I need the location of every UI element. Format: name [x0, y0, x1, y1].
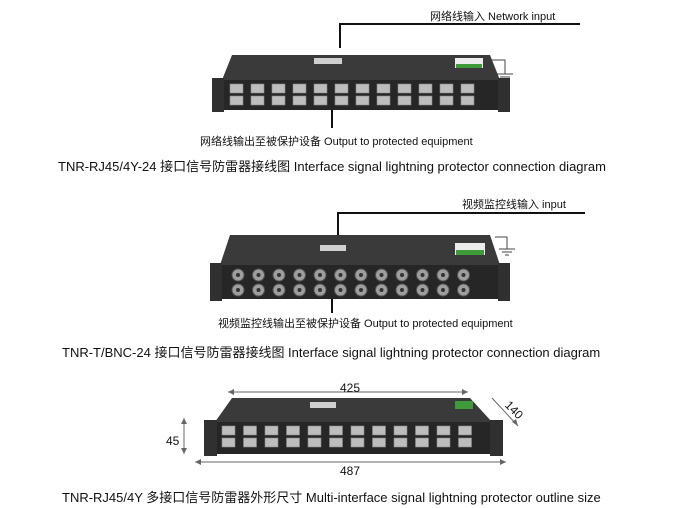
rj45-port	[376, 95, 391, 106]
video-output-label: 视频监控线输出至被保护设备 Output to protected equipm…	[218, 318, 513, 330]
network-input-wire	[339, 23, 580, 48]
rj45-port	[458, 425, 472, 436]
rj45-port	[350, 437, 365, 448]
rj45-port	[307, 437, 322, 448]
rj45-port	[418, 95, 433, 106]
rj45-port	[243, 425, 257, 436]
rj45-port	[229, 95, 244, 106]
rj45-port	[221, 425, 236, 436]
rj45-protector-device-top	[212, 23, 580, 128]
network-input-label: 网络线输入 Network input	[430, 11, 556, 23]
bnc-connection-caption: TNR-T/BNC-24 接口信号防雷器接线图 Interface signal…	[62, 345, 601, 360]
rj45-port	[372, 425, 386, 436]
bnc-connector-pin	[461, 288, 466, 292]
bnc-connector-pin	[318, 288, 322, 292]
rj45-port	[307, 425, 322, 436]
rj45-port	[418, 83, 433, 94]
bnc-connector-pin	[277, 288, 281, 292]
rj45-port	[313, 95, 328, 106]
bnc-connector-pin	[379, 288, 384, 292]
rj45-port	[292, 83, 307, 94]
bnc-connector-pin	[256, 288, 261, 292]
rj45-port	[264, 425, 279, 436]
rj45-port	[264, 437, 279, 448]
bnc-connector-pin	[441, 273, 445, 277]
rj45-connection-caption: TNR-RJ45/4Y-24 接口信号防雷器接线图 Interface sign…	[58, 159, 606, 174]
bnc-port-row	[231, 268, 470, 297]
rj45-port	[229, 83, 244, 94]
bnc-connector-pin	[379, 273, 384, 277]
rj45-port	[393, 437, 408, 448]
bnc-protector-device	[210, 212, 585, 313]
rj45-port	[393, 425, 408, 436]
rj45-port	[313, 83, 328, 94]
bnc-connector-pin	[461, 273, 466, 277]
rj45-port	[436, 437, 451, 448]
bnc-connector-pin	[277, 273, 281, 277]
rj45-port	[372, 437, 386, 448]
bnc-connector-pin	[359, 288, 363, 292]
rj45-port	[329, 437, 343, 448]
bnc-connector-pin	[400, 288, 404, 292]
bnc-connector-pin	[297, 288, 302, 292]
dim-total-width-label: 487	[340, 464, 361, 478]
dim-height-label: 45	[166, 434, 180, 448]
rj45-port	[458, 437, 472, 448]
bnc-connector-pin	[236, 273, 240, 277]
rj45-port	[250, 95, 265, 106]
rj45-port	[292, 95, 307, 106]
rj45-port-row	[229, 83, 475, 106]
rj45-port	[439, 95, 454, 106]
bnc-connector-pin	[256, 273, 261, 277]
bnc-connector-pin	[420, 273, 425, 277]
rj45-port	[460, 95, 475, 106]
protected-output-label: 网络线输出至被保护设备 Output to protected equipmen…	[200, 136, 473, 148]
rj45-port	[329, 425, 343, 436]
bnc-connector-pin	[441, 288, 445, 292]
bnc-connector-pin	[338, 273, 343, 277]
rj45-port	[460, 83, 475, 94]
dim-width-label: 425	[340, 381, 361, 395]
rj45-port	[243, 437, 257, 448]
bnc-connector-pin	[236, 288, 240, 292]
rj45-port	[439, 83, 454, 94]
bnc-connector-pin	[400, 273, 404, 277]
rj45-port	[397, 95, 412, 106]
bnc-connector-pin	[318, 273, 322, 277]
rj45-port	[286, 425, 300, 436]
rj45-port	[271, 95, 286, 106]
rj45-port	[415, 425, 429, 436]
brand-plate	[314, 58, 342, 64]
spec-label	[455, 58, 483, 68]
rj45-port	[286, 437, 300, 448]
rj45-port	[355, 95, 370, 106]
ground-icon	[495, 236, 515, 256]
rj45-port	[221, 437, 236, 448]
bnc-connector-pin	[420, 288, 425, 292]
video-input-label: 视频监控线输入 input	[462, 199, 566, 211]
bnc-connector-pin	[297, 273, 302, 277]
rj45-port	[334, 95, 349, 106]
rj45-port	[334, 83, 349, 94]
rj45-port	[376, 83, 391, 94]
rj45-port	[271, 83, 286, 94]
status-led	[455, 401, 473, 409]
outline-size-caption: TNR-RJ45/4Y 多接口信号防雷器外形尺寸 Multi-interface…	[62, 490, 601, 505]
rj45-port	[415, 437, 429, 448]
bnc-connector-pin	[338, 288, 343, 292]
rj45-port	[397, 83, 412, 94]
outline-size-drawing	[181, 389, 519, 465]
rj45-port	[355, 83, 370, 94]
bnc-connector-pin	[359, 273, 363, 277]
rj45-port-row	[221, 425, 472, 448]
rj45-port	[350, 425, 365, 436]
rj45-port	[250, 83, 265, 94]
video-input-wire	[337, 212, 585, 239]
rj45-port	[436, 425, 451, 436]
